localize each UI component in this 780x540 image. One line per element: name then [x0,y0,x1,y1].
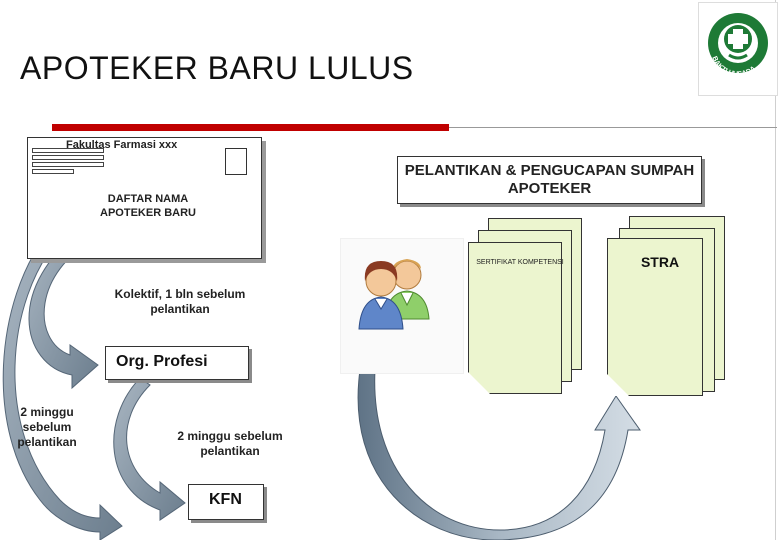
stra-label: STRA [640,254,680,270]
address-line [32,162,104,167]
people-panel [340,238,464,374]
arrow-envelope-to-kfn [2,232,123,540]
certificate-page [468,242,562,394]
envelope-list: Fakultas Farmasi xxx DAFTAR NAMA APOTEKE… [27,137,262,259]
ceremony-label: PELANTIKAN & PENGUCAPAN SUMPAH APOTEKER [404,162,695,197]
address-line [32,148,104,153]
org-profesi-box: Org. Profesi [105,346,249,380]
title-underline-accent [52,124,449,131]
list-label: DAFTAR NAMA APOTEKER BARU [100,193,196,219]
bakti-husada-logo: BAKTI HUSADA [698,2,778,96]
two-weeks-note-left: 2 minggu sebelum pelantikan [17,405,77,449]
slide-right-border [775,0,776,540]
kfn-label: KFN [209,491,242,508]
address-line [32,155,104,160]
slide-title: APOTEKER BARU LULUS [20,50,414,86]
arrow-envelope-to-org [28,227,99,390]
title-underline-rule [449,127,777,128]
arrow-ceremony-to-stra [357,369,641,540]
ceremony-box: PELANTIKAN & PENGUCAPAN SUMPAH APOTEKER [397,156,702,204]
page-fold [468,372,490,394]
collective-note: Kolektif, 1 bln sebelum pelantikan [114,287,246,316]
stamp-box [225,148,247,175]
arrow-org-to-kfn [113,377,186,521]
certificate-label: SERTIFIKAT KOMPETENSI [476,259,564,266]
people-icon [358,259,430,330]
stra-page [607,238,703,396]
two-weeks-note-center: 2 minggu sebelum pelantikan [177,429,283,458]
kfn-box: KFN [188,484,264,520]
page-fold [607,374,629,396]
org-profesi-label: Org. Profesi [116,353,208,370]
address-line [32,169,74,174]
bakti-husada-logo-icon: BAKTI HUSADA [708,13,768,78]
